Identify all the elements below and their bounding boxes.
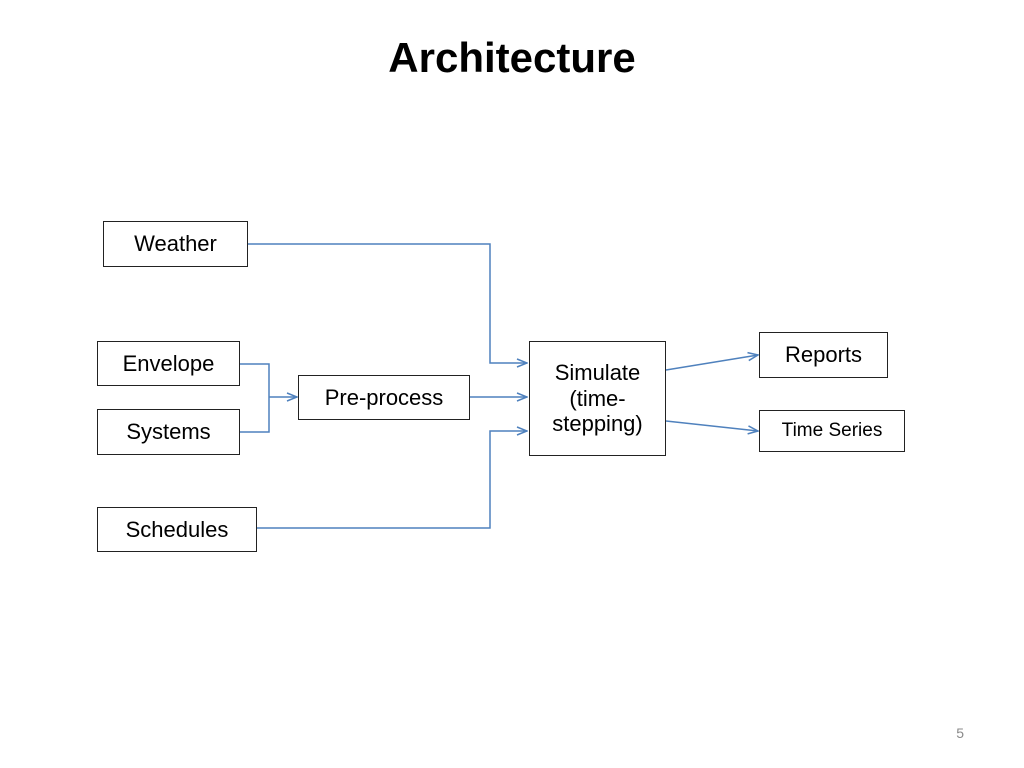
node-simulate: Simulate (time- stepping) [529,341,666,456]
node-reports-label: Reports [784,342,863,368]
connector-simulate-reports [665,355,758,371]
node-weather-label: Weather [134,231,217,257]
node-simulate-label: Simulate (time- stepping) [552,359,643,437]
slide-title: Architecture [388,34,636,81]
node-systems-label: Systems [126,419,211,445]
node-schedules: Schedules [97,507,257,552]
connector-weather-simulate [248,243,527,363]
node-weather: Weather [103,221,248,267]
connector-envelope-bracket [240,363,270,397]
node-envelope: Envelope [97,341,240,386]
page-number: 5 [956,725,964,741]
node-time-series-label: Time Series [781,419,883,441]
node-schedules-label: Schedules [125,516,229,542]
connector-simulate-timeseries [665,420,758,431]
connector-schedules-simulate [257,431,527,529]
node-envelope-label: Envelope [122,350,215,376]
node-preprocess: Pre-process [298,375,470,420]
node-systems: Systems [97,409,240,455]
node-preprocess-label: Pre-process [324,384,444,410]
node-reports: Reports [759,332,888,378]
connector-systems-bracket [240,397,270,433]
node-time-series: Time Series [759,410,905,452]
